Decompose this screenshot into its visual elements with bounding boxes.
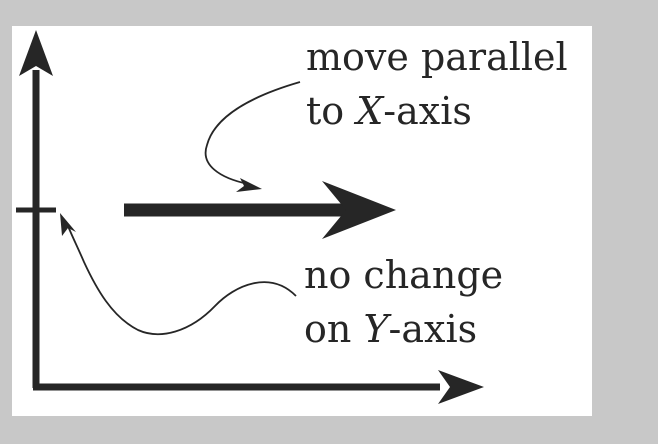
y-axis-arrowhead	[19, 30, 53, 76]
diagram-panel	[12, 26, 592, 416]
bottom-annotation-prefix: on	[304, 307, 363, 351]
top-pointer-curve	[204, 81, 301, 185]
movement-arrow-head	[322, 181, 396, 239]
bottom-pointer-arrowhead	[60, 213, 76, 236]
top-pointer-arrowhead	[236, 178, 262, 192]
top-annotation-axis: X	[353, 89, 385, 133]
top-annotation-suffix: -axis	[383, 89, 472, 133]
top-annotation-prefix: to	[306, 89, 356, 133]
top-annotation-line1: move parallel	[306, 35, 568, 79]
bottom-annotation-suffix: -axis	[389, 307, 478, 351]
bottom-annotation-axis: Y	[363, 307, 392, 351]
bottom-annotation-line1: no change	[304, 253, 503, 297]
bottom-pointer-curve	[67, 225, 297, 336]
top-annotation-line2: to X-axis	[306, 89, 472, 133]
bottom-annotation-line2: on Y-axis	[304, 307, 477, 351]
x-axis-arrowhead	[438, 370, 484, 404]
